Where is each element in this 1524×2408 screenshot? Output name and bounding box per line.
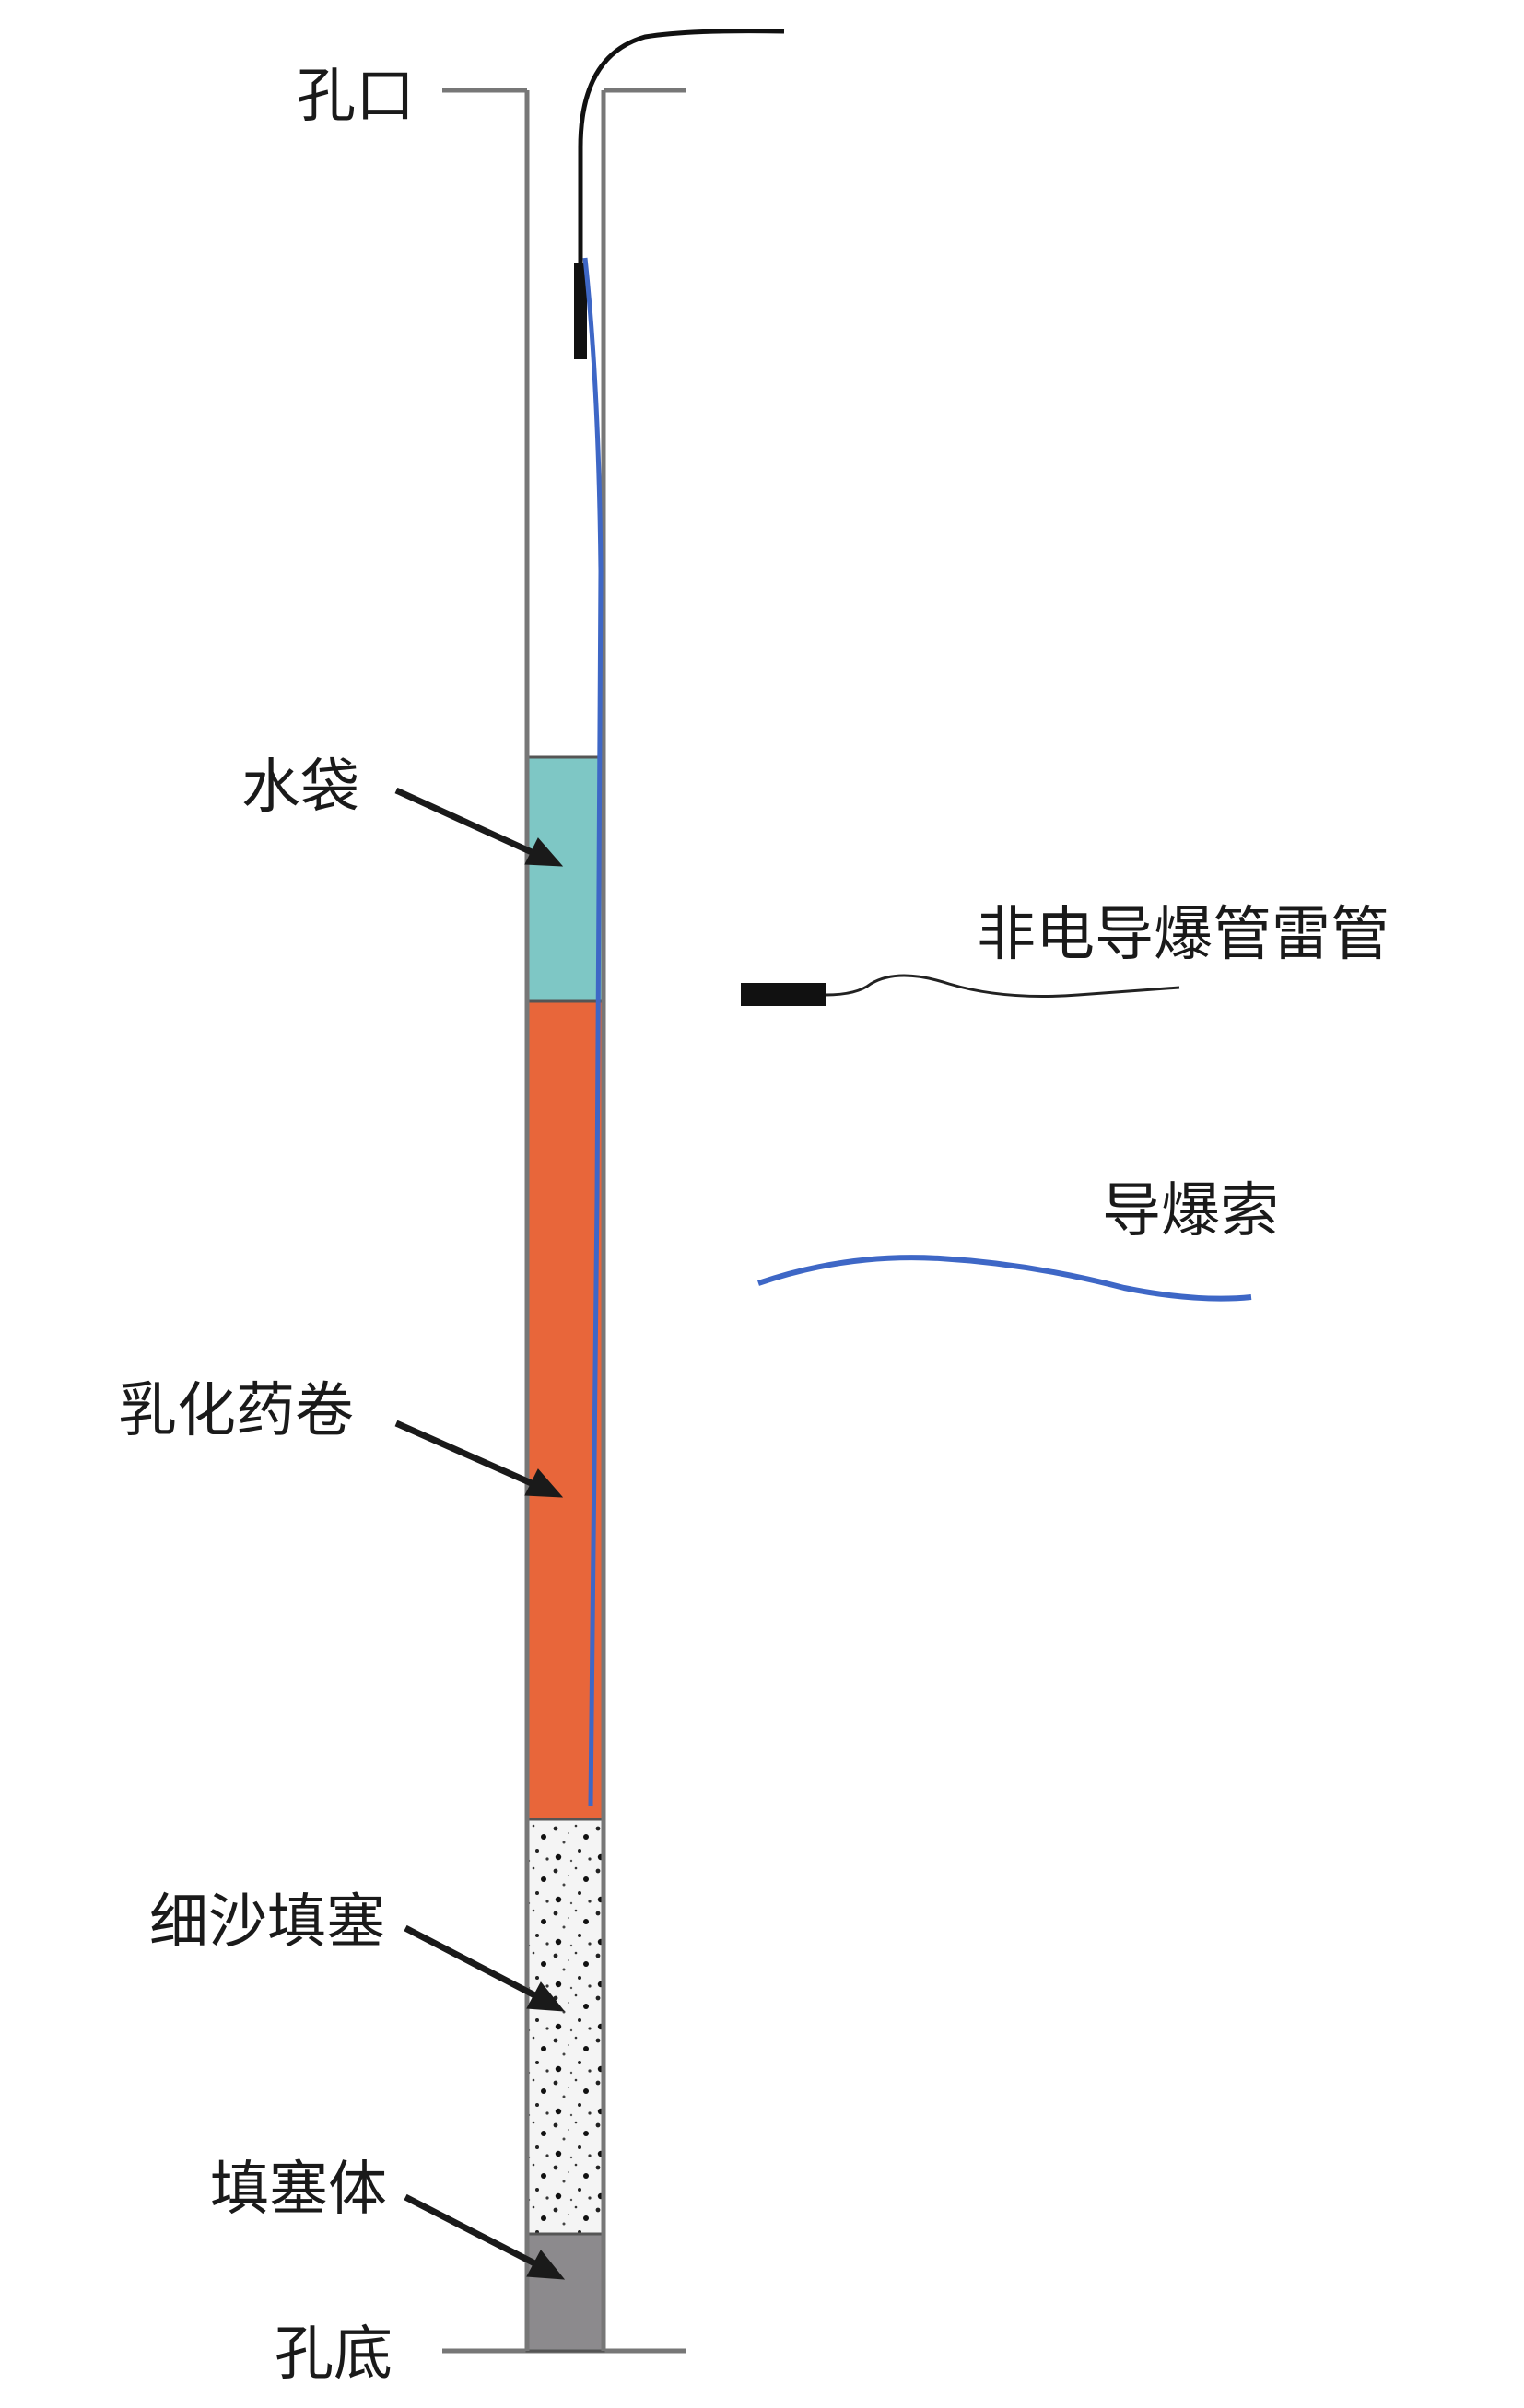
arrowhead-stemming	[526, 2250, 566, 2280]
arrowhead-emulsion	[524, 1468, 564, 1498]
detonator-symbol	[741, 983, 826, 1006]
label-emulsion-cartridge: 乳化药卷	[118, 1377, 354, 1445]
label-hole-mouth: 孔口	[297, 63, 415, 131]
legend-detonating-cord-label: 导爆索	[1102, 1177, 1279, 1245]
arrowhead-water-bag	[524, 837, 564, 867]
water-bag-fill	[525, 755, 605, 1003]
arrow-emulsion	[394, 1420, 544, 1491]
legend-detonating-cord: 导爆索	[757, 1177, 1279, 1302]
legend-detonator-label: 非电导爆管雷管	[977, 901, 1389, 969]
stemming-plug-fill	[525, 2232, 605, 2353]
detonating-cord-symbol	[757, 1255, 1252, 1302]
label-stemming-body: 填塞体	[210, 2156, 387, 2224]
label-water-bag: 水袋	[241, 754, 359, 822]
arrow-stemming	[404, 2193, 547, 2273]
arrow-fine-sand	[404, 1924, 547, 2005]
fine-sand-fill	[525, 1818, 605, 2236]
leader-arrows	[394, 787, 566, 2280]
label-hole-bottom: 孔底	[275, 2320, 393, 2389]
label-fine-sand-stemming: 细沙填塞	[149, 1888, 385, 1957]
arrowhead-fine-sand	[526, 1981, 566, 2012]
detonator-tube-line	[825, 974, 1180, 998]
arrow-water-bag	[394, 787, 544, 860]
legend-detonator: 非电导爆管雷管	[741, 901, 1389, 1006]
shock-tube-lead	[578, 29, 785, 267]
detonator-in-hole	[574, 263, 587, 359]
detonating-cord-in-hole	[582, 257, 604, 1806]
